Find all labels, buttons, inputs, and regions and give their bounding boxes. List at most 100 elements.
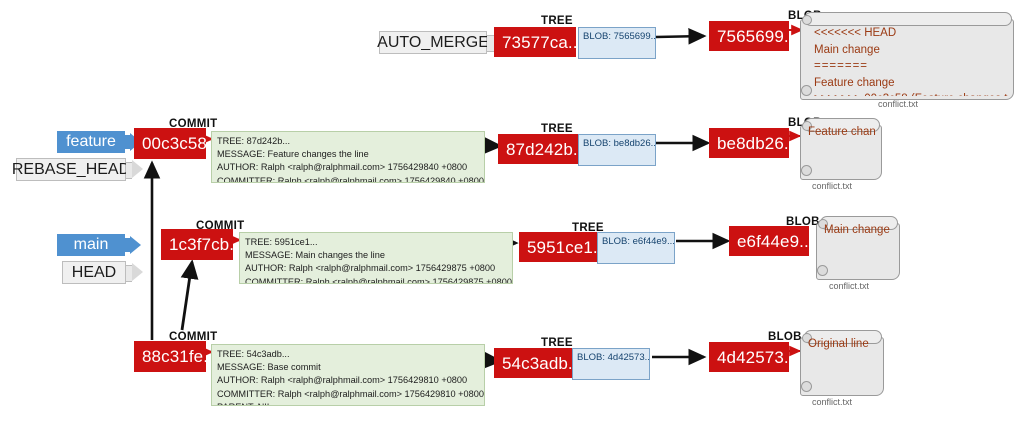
file-note-automerge: <<<<<<< HEAD Main change ======= Feature… xyxy=(800,12,1014,100)
tree-entry-base[interactable]: BLOB: 4d42573... xyxy=(572,348,650,380)
tree-entry-automerge[interactable]: BLOB: 7565699... xyxy=(578,27,656,59)
note-line: Main change xyxy=(814,43,880,56)
detail-tree: TREE: 87d242b... xyxy=(217,136,291,146)
ref-label-rebase-head[interactable]: REBASE_HEAD xyxy=(12,158,130,181)
ref-label-main-text: main xyxy=(73,236,109,253)
commit-hash-feature: 00c3c58... xyxy=(142,134,206,153)
commit-detail-base[interactable]: TREE: 54c3adb... MESSAGE: Base commit AU… xyxy=(211,344,485,406)
commit-hash-main: 1c3f7cb... xyxy=(169,235,233,254)
ref-tab-rebase-head-stem xyxy=(126,162,132,179)
note-content-feature: Feature change xyxy=(808,124,876,176)
detail-message: MESSAGE: Feature changes the line xyxy=(217,149,369,160)
note-line: >>>>>>> 00c3c58 (Feature changes the lin… xyxy=(814,91,1008,96)
ref-tab-auto-merge-stem xyxy=(487,35,494,52)
commit-hash-base: 88c31fe... xyxy=(142,347,206,366)
blob-object-automerge[interactable]: 7565699... xyxy=(709,21,789,51)
detail-message: MESSAGE: Base commit xyxy=(217,362,321,373)
note-line: Feature change xyxy=(808,126,876,138)
blob-hash-feature: be8db26... xyxy=(717,133,789,153)
detail-author: AUTHOR: Ralph <ralph@ralphmail.com> 1756… xyxy=(217,375,468,386)
ref-tab-head-stem xyxy=(126,265,132,282)
note-line: Feature change xyxy=(814,76,895,89)
note-caption-main: conflict.txt xyxy=(829,281,870,291)
note-content-automerge: <<<<<<< HEAD Main change ======= Feature… xyxy=(814,25,1008,96)
ref-tab-rebase-head-arrow xyxy=(132,160,143,178)
caption-commit-base: COMMIT xyxy=(169,331,218,343)
ref-label-feature-text: feature xyxy=(66,133,116,150)
tree-entry-feature[interactable]: BLOB: be8db26... xyxy=(578,134,656,166)
note-content-base: Original line xyxy=(808,336,878,392)
tree-object-base[interactable]: 54c3adb... xyxy=(494,348,572,378)
tree-hash-base: 54c3adb... xyxy=(502,353,572,373)
commit-object-feature[interactable]: 00c3c58... xyxy=(134,128,206,159)
blob-object-base[interactable]: 4d42573... xyxy=(709,342,789,372)
detail-tree: TREE: 54c3adb... xyxy=(217,349,290,359)
ref-label-auto-merge-text: AUTO_MERGE xyxy=(377,33,489,51)
blob-hash-main: e6f44e9... xyxy=(737,231,809,251)
tree-object-main[interactable]: 5951ce1... xyxy=(519,232,597,262)
tree-object-automerge[interactable]: 73577ca... xyxy=(494,27,576,57)
note-curl-bottom-left-icon xyxy=(801,381,812,392)
tree-entry-automerge-text: BLOB: 7565699... xyxy=(583,31,656,42)
ref-label-head-text: HEAD xyxy=(71,263,117,281)
note-curl-top-left-icon xyxy=(802,333,812,343)
ref-label-rebase-head-text: REBASE_HEAD xyxy=(11,160,131,178)
caption-tree-base: TREE xyxy=(541,337,573,349)
detail-message: MESSAGE: Main changes the line xyxy=(245,250,385,261)
note-line: ======= xyxy=(814,60,869,73)
tree-entry-main[interactable]: BLOB: e6f44e9... xyxy=(597,232,675,264)
commit-detail-main[interactable]: TREE: 5951ce1... MESSAGE: Main changes t… xyxy=(239,232,513,284)
caption-commit-feature: COMMIT xyxy=(169,118,218,130)
file-note-base: Original line xyxy=(800,330,884,396)
blob-hash-automerge: 7565699... xyxy=(717,26,789,46)
note-body xyxy=(800,125,882,180)
ref-label-main[interactable]: main xyxy=(57,234,125,256)
note-curl-bottom-left-icon xyxy=(801,85,812,96)
commit-detail-feature[interactable]: TREE: 87d242b... MESSAGE: Feature change… xyxy=(211,131,485,183)
detail-committer: COMMITTER: Ralph <ralph@ralphmail.com> 1… xyxy=(217,388,484,399)
commit-object-main[interactable]: 1c3f7cb... xyxy=(161,229,233,260)
detail-author: AUTHOR: Ralph <ralph@ralphmail.com> 1756… xyxy=(217,162,468,173)
note-caption-base: conflict.txt xyxy=(812,397,853,407)
detail-parent: PARENT: NIL xyxy=(217,401,480,405)
caption-tree-feature: TREE xyxy=(541,123,573,135)
caption-blob-main: BLOB xyxy=(786,216,820,228)
note-curl-bottom-left-icon xyxy=(817,265,828,276)
note-curl-bottom-left-icon xyxy=(801,165,812,176)
note-line: Main change xyxy=(824,224,890,236)
tree-entry-main-text: BLOB: e6f44e9... xyxy=(602,236,675,247)
file-note-main: Main change xyxy=(816,216,900,280)
file-note-feature: Feature change xyxy=(800,118,882,180)
note-curl-top-left-icon xyxy=(802,15,812,25)
note-curl-top-left-icon xyxy=(818,219,828,229)
caption-blob-base: BLOB xyxy=(768,331,802,343)
ref-label-auto-merge[interactable]: AUTO_MERGE xyxy=(377,31,489,54)
ref-label-feature[interactable]: feature xyxy=(57,131,125,153)
note-line: <<<<<<< HEAD xyxy=(814,27,897,39)
caption-tree-automerge: TREE xyxy=(541,15,573,27)
tree-entry-base-text: BLOB: 4d42573... xyxy=(577,352,650,363)
detail-tree: TREE: 5951ce1... xyxy=(245,237,318,247)
note-body xyxy=(800,19,1014,100)
blob-object-main[interactable]: e6f44e9... xyxy=(729,226,809,256)
ref-label-head[interactable]: HEAD xyxy=(62,261,126,284)
note-content-main: Main change xyxy=(824,222,894,276)
blob-hash-base: 4d42573... xyxy=(717,347,789,367)
detail-committer: COMMITTER: Ralph <ralph@ralphmail.com> 1… xyxy=(217,175,484,183)
caption-tree-main: TREE xyxy=(572,222,604,234)
tree-entry-feature-text: BLOB: be8db26... xyxy=(583,138,656,149)
blob-object-feature[interactable]: be8db26... xyxy=(709,128,789,158)
note-body xyxy=(800,337,884,396)
detail-committer: COMMITTER: Ralph <ralph@ralphmail.com> 1… xyxy=(245,276,512,284)
tree-hash-main: 5951ce1... xyxy=(527,237,597,257)
tree-object-feature[interactable]: 87d242b... xyxy=(498,134,578,164)
ref-tab-feature-stem xyxy=(125,135,130,149)
detail-author: AUTHOR: Ralph <ralph@ralphmail.com> 1756… xyxy=(245,263,496,274)
commit-object-base[interactable]: 88c31fe... xyxy=(134,341,206,372)
note-line: Original line xyxy=(808,338,869,350)
arrow-parent-base-to-main xyxy=(180,259,199,331)
tree-hash-automerge: 73577ca... xyxy=(502,32,576,52)
note-caption-automerge: conflict.txt xyxy=(878,99,919,109)
tree-hash-feature: 87d242b... xyxy=(506,139,578,159)
